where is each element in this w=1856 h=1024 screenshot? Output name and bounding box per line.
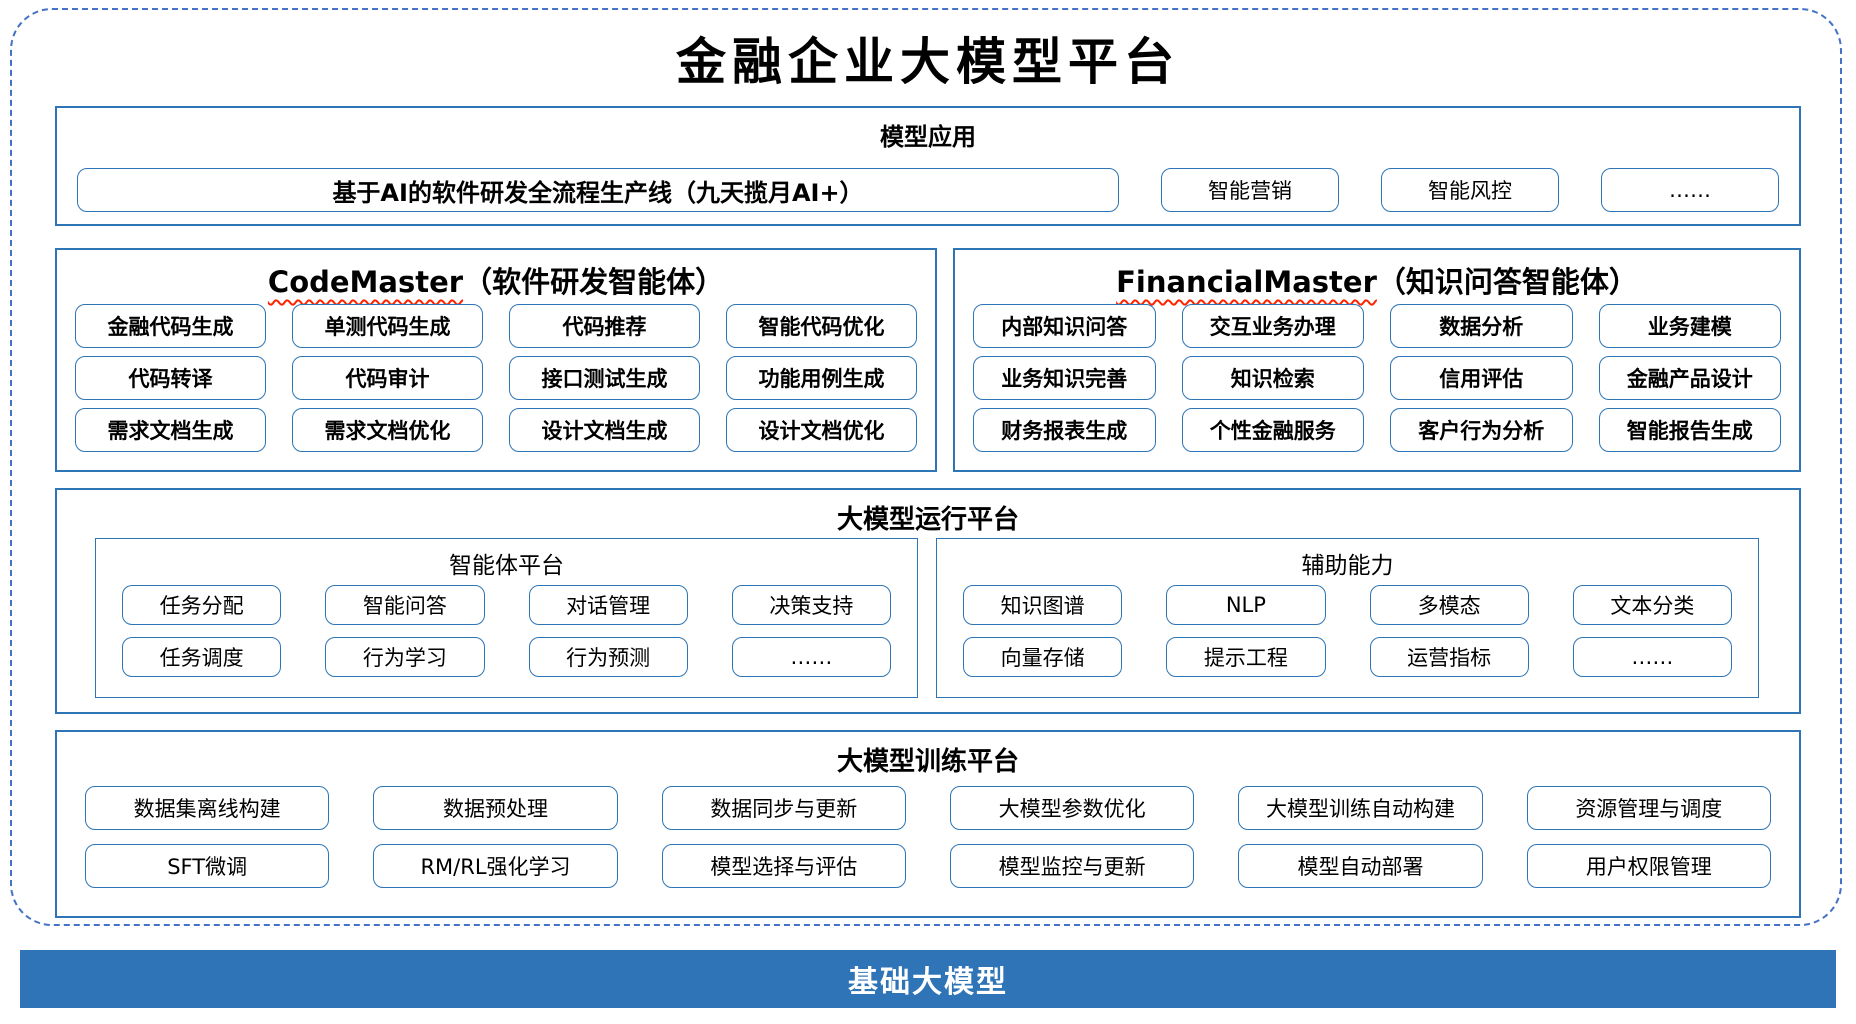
codemaster-item: 代码转译 xyxy=(75,356,266,400)
codemaster-title-en: CodeMaster xyxy=(267,265,464,299)
training-grid: 数据集离线构建 数据预处理 数据同步与更新 大模型参数优化 大模型训练自动构建 … xyxy=(85,786,1771,888)
model-app-item: 智能风控 xyxy=(1381,168,1559,212)
codemaster-grid: 金融代码生成 单测代码生成 代码推荐 智能代码优化 代码转译 代码审计 接口测试… xyxy=(75,304,917,452)
codemaster-item: 需求文档优化 xyxy=(292,408,483,452)
financialmaster-title: FinancialMaster（知识问答智能体） xyxy=(955,250,1799,301)
agent-item: 行为预测 xyxy=(528,637,688,677)
aux-item: 提示工程 xyxy=(1166,637,1326,677)
agent-item: …… xyxy=(731,637,891,677)
financialmaster-item: 财务报表生成 xyxy=(973,408,1156,452)
section-model-applications: 模型应用 基于AI的软件研发全流程生产线（九天揽月AI+） 智能营销 智能风控 … xyxy=(55,106,1801,226)
codemaster-title-zh: （软件研发智能体） xyxy=(463,265,725,299)
training-item: 数据同步与更新 xyxy=(661,786,906,830)
financialmaster-item: 业务知识完善 xyxy=(973,356,1156,400)
pipeline-box: 基于AI的软件研发全流程生产线（九天揽月AI+） xyxy=(77,168,1119,212)
model-app-item: 智能营销 xyxy=(1161,168,1339,212)
financialmaster-item: 知识检索 xyxy=(1181,356,1364,400)
foundation-model-title: 基础大模型 xyxy=(848,965,1008,1000)
runtime-title: 大模型运行平台 xyxy=(836,505,1019,535)
training-item: 资源管理与调度 xyxy=(1526,786,1771,830)
model-applications-title: 模型应用 xyxy=(880,123,976,151)
aux-item: 运营指标 xyxy=(1369,637,1529,677)
aux-item: 向量存储 xyxy=(963,637,1123,677)
training-item: 用户权限管理 xyxy=(1526,844,1771,888)
codemaster-item: 功能用例生成 xyxy=(726,356,917,400)
training-item: 模型监控与更新 xyxy=(949,844,1195,888)
codemaster-item: 单测代码生成 xyxy=(292,304,483,348)
section-financialmaster: FinancialMaster（知识问答智能体） 内部知识问答 交互业务办理 数… xyxy=(953,248,1801,472)
training-item: 大模型训练自动构建 xyxy=(1238,786,1483,830)
foundation-model-bar: 基础大模型 xyxy=(20,950,1836,1008)
codemaster-item: 智能代码优化 xyxy=(726,304,917,348)
aux-capability-title: 辅助能力 xyxy=(1301,553,1394,579)
section-runtime-platform: 大模型运行平台 智能体平台 任务分配 智能问答 对话管理 决策支持 任务调度 行… xyxy=(55,488,1801,714)
financialmaster-title-zh: （知识问答智能体） xyxy=(1376,265,1638,299)
model-app-item: …… xyxy=(1601,168,1779,212)
section-training-platform: 大模型训练平台 数据集离线构建 数据预处理 数据同步与更新 大模型参数优化 大模… xyxy=(55,730,1801,918)
codemaster-title: CodeMaster（软件研发智能体） xyxy=(57,250,935,301)
training-item: SFT微调 xyxy=(85,844,330,888)
agent-item: 任务分配 xyxy=(122,585,282,625)
agent-platform-box: 智能体平台 任务分配 智能问答 对话管理 决策支持 任务调度 行为学习 行为预测… xyxy=(95,538,918,698)
codemaster-item: 代码审计 xyxy=(292,356,483,400)
financialmaster-item: 客户行为分析 xyxy=(1390,408,1573,452)
training-item: 数据集离线构建 xyxy=(85,786,330,830)
aux-capability-box: 辅助能力 知识图谱 NLP 多模态 文本分类 向量存储 提示工程 运营指标 …… xyxy=(936,538,1759,698)
financialmaster-item: 交互业务办理 xyxy=(1181,304,1364,348)
financialmaster-item: 金融产品设计 xyxy=(1598,356,1781,400)
codemaster-item: 设计文档优化 xyxy=(726,408,917,452)
financialmaster-item: 智能报告生成 xyxy=(1598,408,1781,452)
agent-item: 对话管理 xyxy=(528,585,688,625)
diagram-title: 金融企业大模型平台 xyxy=(676,32,1180,91)
agent-item: 行为学习 xyxy=(325,637,485,677)
training-item: 数据预处理 xyxy=(373,786,618,830)
training-item: RM/RL强化学习 xyxy=(373,844,618,888)
training-item: 模型自动部署 xyxy=(1238,844,1483,888)
agent-item: 任务调度 xyxy=(122,637,282,677)
aux-item: 知识图谱 xyxy=(963,585,1123,625)
training-item: 模型选择与评估 xyxy=(661,844,906,888)
financialmaster-item: 业务建模 xyxy=(1598,304,1781,348)
agent-platform-title: 智能体平台 xyxy=(449,553,564,579)
aux-item: NLP xyxy=(1166,585,1326,625)
training-item: 大模型参数优化 xyxy=(949,786,1195,830)
aux-item: …… xyxy=(1572,637,1732,677)
codemaster-item: 设计文档生成 xyxy=(509,408,700,452)
financialmaster-title-en: FinancialMaster xyxy=(1116,265,1377,299)
outer-dashed-border xyxy=(10,8,1842,926)
financialmaster-item: 内部知识问答 xyxy=(973,304,1156,348)
agent-item: 决策支持 xyxy=(731,585,891,625)
financialmaster-item: 个性金融服务 xyxy=(1181,408,1364,452)
financialmaster-grid: 内部知识问答 交互业务办理 数据分析 业务建模 业务知识完善 知识检索 信用评估… xyxy=(973,304,1781,452)
section-codemaster: CodeMaster（软件研发智能体） 金融代码生成 单测代码生成 代码推荐 智… xyxy=(55,248,937,472)
agent-item: 智能问答 xyxy=(325,585,485,625)
agent-platform-grid: 任务分配 智能问答 对话管理 决策支持 任务调度 行为学习 行为预测 …… xyxy=(122,585,891,677)
runtime-sub-row: 智能体平台 任务分配 智能问答 对话管理 决策支持 任务调度 行为学习 行为预测… xyxy=(95,538,1759,698)
financialmaster-item: 信用评估 xyxy=(1390,356,1573,400)
model-applications-row: 基于AI的软件研发全流程生产线（九天揽月AI+） 智能营销 智能风控 …… xyxy=(77,168,1779,212)
codemaster-item: 金融代码生成 xyxy=(75,304,266,348)
financialmaster-item: 数据分析 xyxy=(1390,304,1573,348)
aux-item: 文本分类 xyxy=(1572,585,1732,625)
codemaster-item: 代码推荐 xyxy=(509,304,700,348)
aux-item: 多模态 xyxy=(1369,585,1529,625)
codemaster-item: 需求文档生成 xyxy=(75,408,266,452)
codemaster-item: 接口测试生成 xyxy=(509,356,700,400)
training-title: 大模型训练平台 xyxy=(836,747,1019,777)
aux-capability-grid: 知识图谱 NLP 多模态 文本分类 向量存储 提示工程 运营指标 …… xyxy=(963,585,1732,677)
